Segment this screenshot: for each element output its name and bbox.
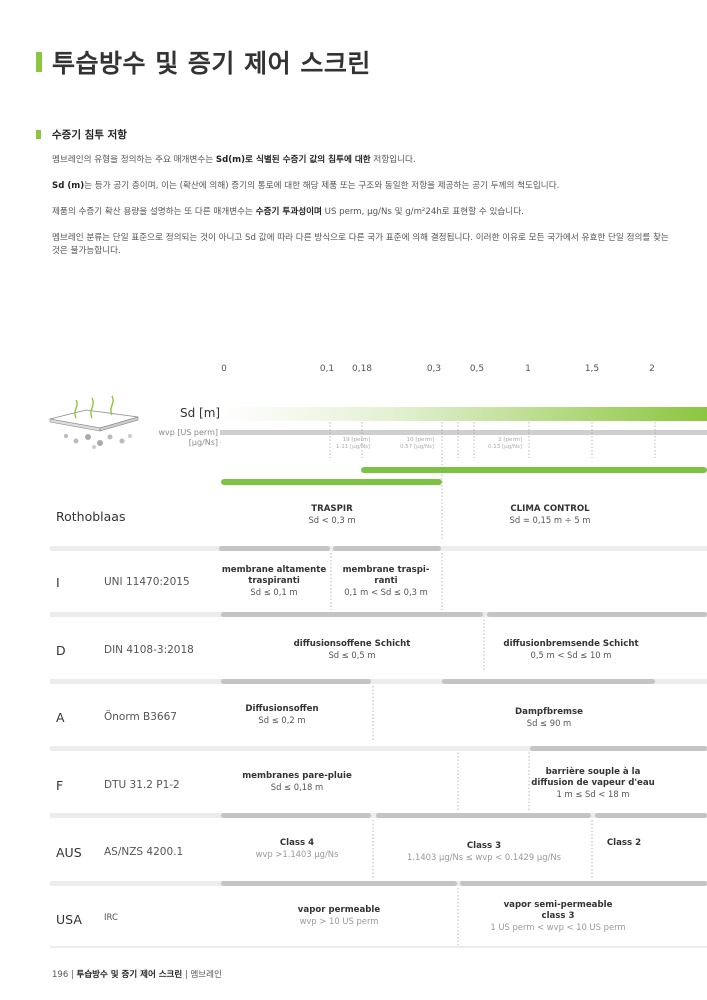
row-label-rothoblaas: Rothoblaas: [56, 509, 126, 524]
wvp-axis-label: wvp [US perm][μg/Ns]: [158, 428, 218, 447]
row-standard-germany: DIN 4108-3:2018: [104, 644, 194, 656]
membrane-vapour-icon: [49, 395, 139, 449]
perm-note: 2 [perm]0.13 [μg/Ns]: [488, 437, 523, 450]
axis-tick: 0,18: [351, 364, 373, 374]
paragraph-4: 멤브레인 분류는 단일 표준으로 정의되는 것이 아니고 Sd 값에 따라 다른…: [52, 233, 669, 256]
axis-tick: 0: [221, 364, 227, 374]
page-title: 투습방수 및 증기 제어 스크린: [52, 49, 371, 78]
row-standard-france: DTU 31.2 P1-2: [104, 779, 180, 791]
row-code-france: F: [56, 778, 64, 793]
row-code-italy: I: [56, 575, 60, 590]
row-code-germany: D: [56, 643, 66, 658]
section-accent-bar: [36, 130, 41, 139]
paragraph-1: 멤브레인의 유형을 정의하는 주요 매개변수는 Sd(m)로 식별된 수증기 값…: [52, 155, 416, 165]
row-code-usa: USA: [56, 912, 82, 927]
title-accent-bar: [36, 52, 42, 72]
cell-aus-class2: Class 2: [606, 838, 642, 848]
page-footer: 196 | 투습방수 및 증기 제어 스크린 | 멤브레인: [52, 970, 222, 980]
row-standard-australia: AS/NZS 4200.1: [104, 846, 184, 858]
paragraph-2: Sd (m)는 등가 공기 층이며, 이는 (확산에 의해) 증기의 통로에 대…: [52, 181, 560, 191]
perm-note: 10 [perm]0.57 [μg/Ns]: [400, 437, 435, 450]
axis-tick: 2: [649, 364, 655, 374]
axis-tick: 0,1: [319, 364, 335, 374]
row-code-australia: AUS: [56, 845, 82, 860]
sd-axis-label: Sd [m]: [180, 406, 221, 420]
row-code-austria: A: [56, 710, 65, 725]
axis-tick: 1,5: [584, 364, 600, 374]
row-standard-austria: Önorm B3667: [104, 711, 177, 723]
perm-note: 19 [perm]1.11 [μg/Ns]: [336, 437, 371, 450]
axis-tick: 0,3: [426, 364, 442, 374]
paragraph-3: 제품의 수증기 확산 용량을 설명하는 또 다른 매개변수는 수증기 투과성이며…: [52, 207, 524, 217]
row-standard-italy: UNI 11470:2015: [104, 576, 190, 588]
axis-tick: 1: [525, 364, 531, 374]
row-standard-usa: IRC: [104, 913, 118, 923]
section-title: 수증기 침투 저항: [52, 129, 127, 141]
axis-tick: 0,5: [469, 364, 485, 374]
